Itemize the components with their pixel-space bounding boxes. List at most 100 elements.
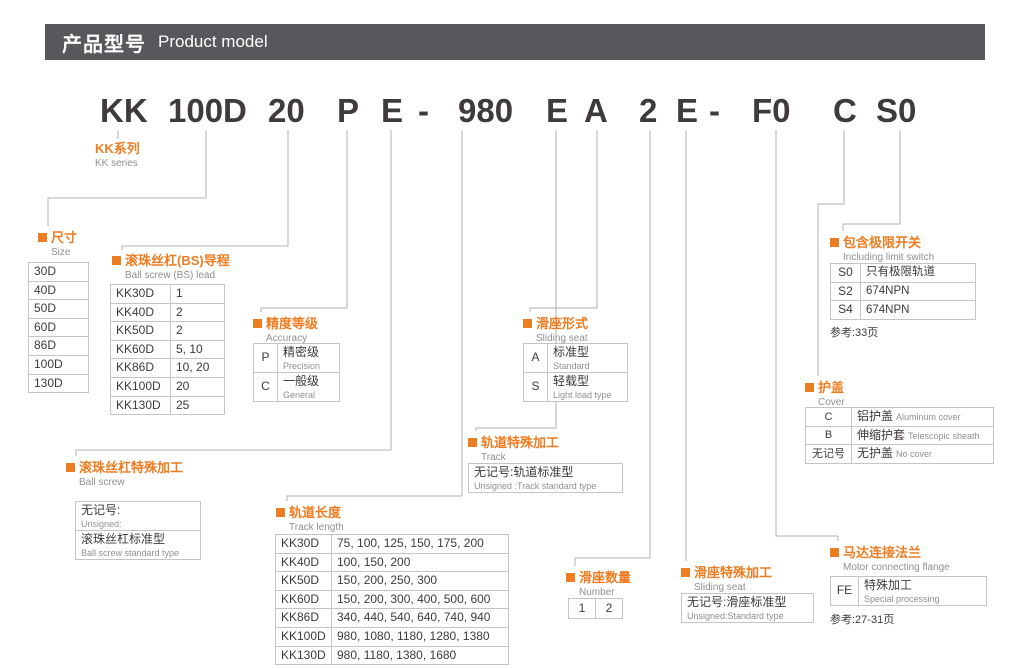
value-cell: 340, 440, 540, 640, 740, 940 bbox=[331, 608, 509, 628]
model-cell: KK130D bbox=[275, 645, 332, 666]
bullet-square-icon bbox=[830, 548, 839, 557]
size-title: 尺寸 Size bbox=[38, 227, 77, 258]
table-row: 无记号:Unsigned: bbox=[75, 501, 201, 531]
accuracy-title-zh: 精度等级 bbox=[266, 316, 319, 331]
value-cell: 20 bbox=[170, 376, 225, 397]
value-cell: 25 bbox=[170, 395, 225, 416]
size-cell: 86D bbox=[28, 336, 89, 356]
model-cell: KK86D bbox=[110, 358, 171, 378]
model-cell: KK60D bbox=[110, 339, 171, 360]
value-en: Unsigned: bbox=[81, 518, 122, 529]
model-code-segment-series: KK bbox=[100, 92, 148, 129]
value-cell: 980, 1180, 1380, 1680 bbox=[331, 645, 509, 666]
limit-reference: 参考:33页 bbox=[830, 327, 879, 339]
value-en: No cover bbox=[896, 449, 933, 460]
value-cell: 1 bbox=[170, 284, 225, 304]
value-cell: 150, 200, 250, 300 bbox=[331, 571, 509, 591]
bullet-square-icon bbox=[66, 463, 75, 472]
value-zh: 无记号:轨道标准型 bbox=[474, 465, 574, 479]
value-cell: 674NPN bbox=[860, 300, 976, 320]
model-cell: KK130D bbox=[110, 395, 171, 416]
motor-flange-reference: 参考:27-31页 bbox=[830, 614, 895, 626]
value-zh: 特殊加工 bbox=[864, 578, 913, 592]
model-code-segment-ball-special: E bbox=[381, 92, 404, 129]
motor-flange-title-en: Motor connecting flange bbox=[843, 562, 950, 573]
value-cell: 10, 20 bbox=[170, 358, 225, 378]
value-cell: 5, 10 bbox=[170, 339, 225, 360]
value-cell: 75, 100, 125, 150, 175, 200 bbox=[331, 534, 509, 554]
value-en: Unsigned:Standard type bbox=[687, 610, 784, 621]
size-cell: 130D bbox=[28, 373, 89, 394]
model-code-segment-motor-flange: F0 bbox=[752, 92, 791, 129]
model-code-segment-seat-special: E bbox=[676, 92, 699, 129]
option-cell: 2 bbox=[595, 598, 623, 619]
page-title-zh: 产品型号 bbox=[62, 33, 146, 56]
model-cell: KK60D bbox=[275, 589, 332, 610]
motor-flange-title-zh: 马达连接法兰 bbox=[843, 545, 922, 560]
connector-accuracy bbox=[260, 130, 348, 312]
code-cell: P bbox=[253, 343, 278, 373]
code-cell: C bbox=[805, 407, 852, 427]
cover-title: 护盖 Cover bbox=[805, 377, 845, 408]
table-row: 130D bbox=[28, 373, 89, 394]
value-zh: 无记号: bbox=[81, 503, 121, 517]
bullet-square-icon bbox=[566, 573, 575, 582]
code-cell: S bbox=[523, 371, 548, 402]
value-cell: 只有极限轨道 bbox=[860, 263, 976, 283]
value-en: Aluminum cover bbox=[896, 412, 961, 422]
value-zh: 一般级 bbox=[283, 373, 320, 388]
value-en: Precision bbox=[283, 360, 321, 371]
seat-number-title: 滑座数量 Number bbox=[566, 567, 631, 598]
size-cell: 60D bbox=[28, 317, 89, 338]
value-zh: 铝护盖 bbox=[857, 409, 894, 423]
track-length-title-en: Track length bbox=[289, 522, 344, 533]
value-cell: 2 bbox=[170, 302, 225, 323]
track-special-title-en: Track bbox=[481, 452, 506, 463]
model-cell: KK40D bbox=[275, 552, 332, 573]
table-row: 60D bbox=[28, 317, 89, 338]
connector-lead bbox=[121, 130, 289, 250]
seat-special-title-en: Sliding seat bbox=[694, 582, 746, 593]
series-label: KK系列 KK series bbox=[95, 138, 140, 169]
ball-special-title: 滚珠丝杠特殊加工 Ball screw bbox=[66, 457, 183, 488]
limit-title: 包含极限开关 Including limit switch bbox=[830, 232, 934, 263]
track-length-title-zh: 轨道长度 bbox=[289, 505, 342, 520]
value-zh: 精密级 bbox=[283, 345, 320, 359]
value-en: Ball screw standard type bbox=[81, 547, 180, 558]
size-title-zh: 尺寸 bbox=[51, 230, 78, 245]
connector-limit bbox=[842, 130, 901, 231]
page-header: 产品型号 Product model bbox=[45, 24, 985, 60]
bullet-square-icon bbox=[805, 383, 814, 392]
connector-motor-flange bbox=[775, 130, 839, 541]
code-cell: S0 bbox=[830, 263, 861, 283]
seat-number-title-zh: 滑座数量 bbox=[579, 570, 632, 585]
series-label-en: KK series bbox=[95, 158, 138, 169]
connector-cover bbox=[817, 130, 845, 376]
limit-title-zh: 包含极限开关 bbox=[843, 235, 922, 250]
model-code-dash-1: - bbox=[418, 92, 429, 129]
table-row: 50D bbox=[28, 299, 89, 319]
